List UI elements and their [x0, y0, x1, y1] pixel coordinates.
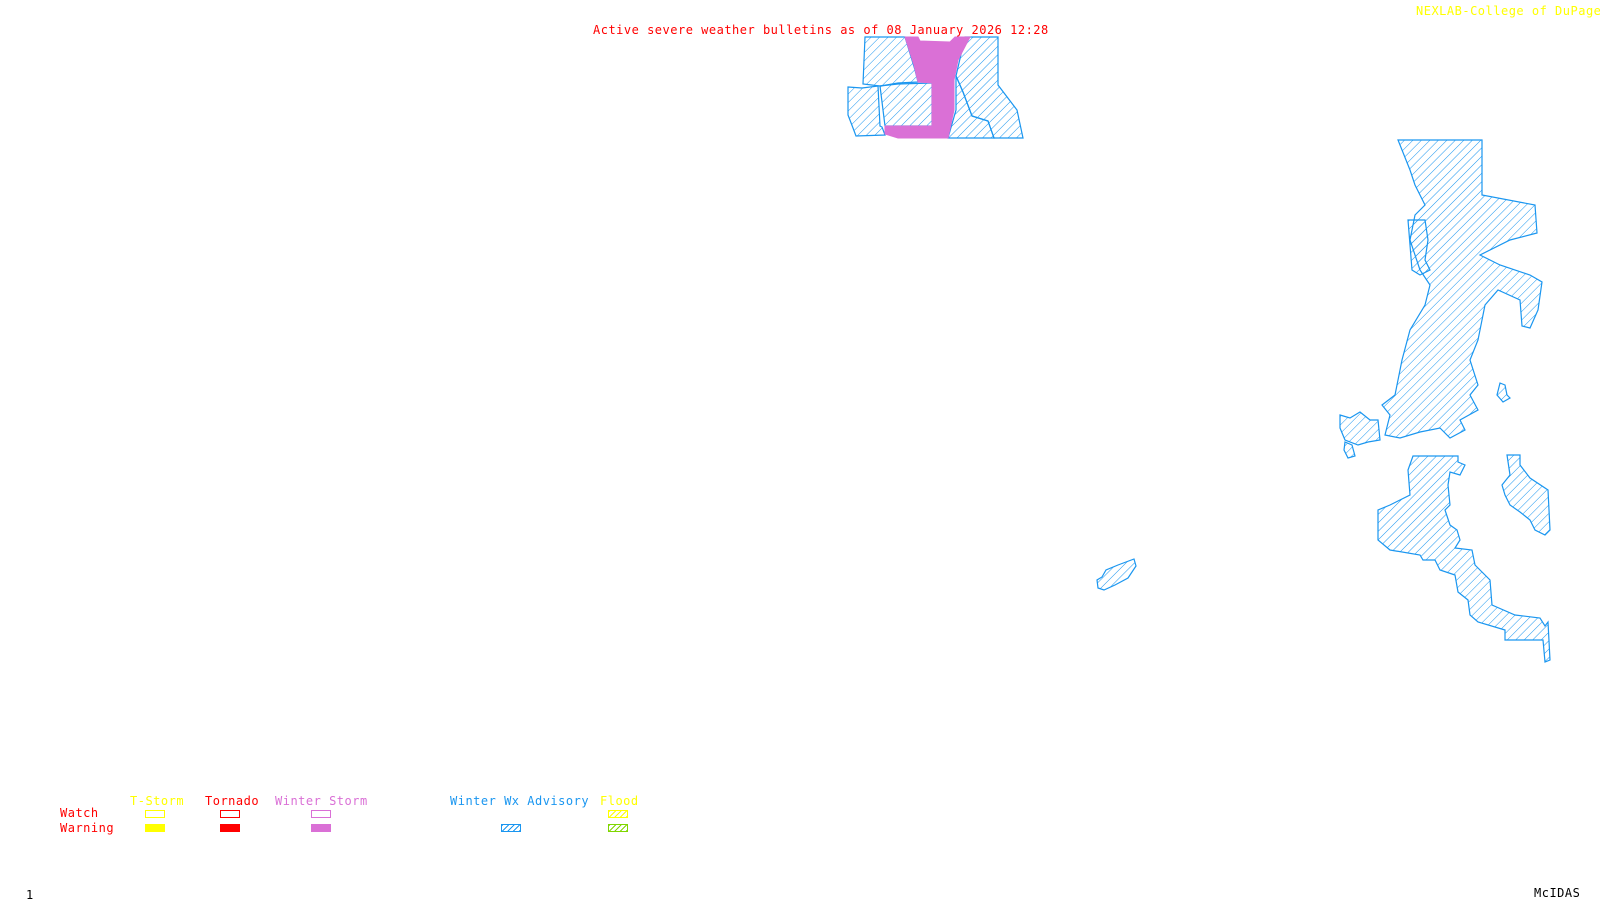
legend-tstorm-watch-swatch	[145, 810, 165, 818]
legend-winter-wx-advisory-label: Winter Wx Advisory	[450, 794, 590, 808]
credit-text: NEXLAB-College of DuPage	[1416, 4, 1600, 18]
advisory-county	[879, 82, 933, 127]
advisory-area-top	[847, 36, 1024, 139]
advisory-county	[947, 75, 995, 139]
legend-winter-storm-label: Winter Storm	[275, 794, 368, 808]
legend-row-warning: Warning	[60, 821, 115, 835]
winter-storm-warning-area	[884, 36, 971, 139]
advisory-area-east	[1339, 139, 1551, 663]
page-title: Active severe weather bulletins as of 08…	[593, 23, 1049, 37]
legend-tornado-label: Tornado	[205, 794, 260, 808]
advisory-area-island	[1096, 558, 1137, 591]
legend-flood-label: Flood	[600, 794, 639, 808]
advisory-county	[847, 85, 886, 137]
legend-tstorm-warning-swatch	[145, 824, 165, 832]
legend-tornado-watch-swatch	[220, 810, 240, 818]
software-label: McIDAS	[1534, 886, 1581, 900]
legend-flood-warning-swatch	[608, 824, 628, 832]
legend-tornado-warning-swatch	[220, 824, 240, 832]
frame-number: 1	[26, 888, 34, 902]
legend-flood-watch-swatch	[608, 810, 628, 818]
legend-winter-wx-advisory-swatch	[501, 824, 521, 832]
credit-label: NEXLAB-College of DuPage ⇲	[1416, 4, 1600, 18]
legend-tstorm-label: T-Storm	[130, 794, 185, 808]
legend-winter-storm-watch-swatch	[311, 810, 331, 818]
legend-winter-storm-warning-swatch	[311, 824, 331, 832]
legend-row-watch: Watch	[60, 806, 99, 820]
